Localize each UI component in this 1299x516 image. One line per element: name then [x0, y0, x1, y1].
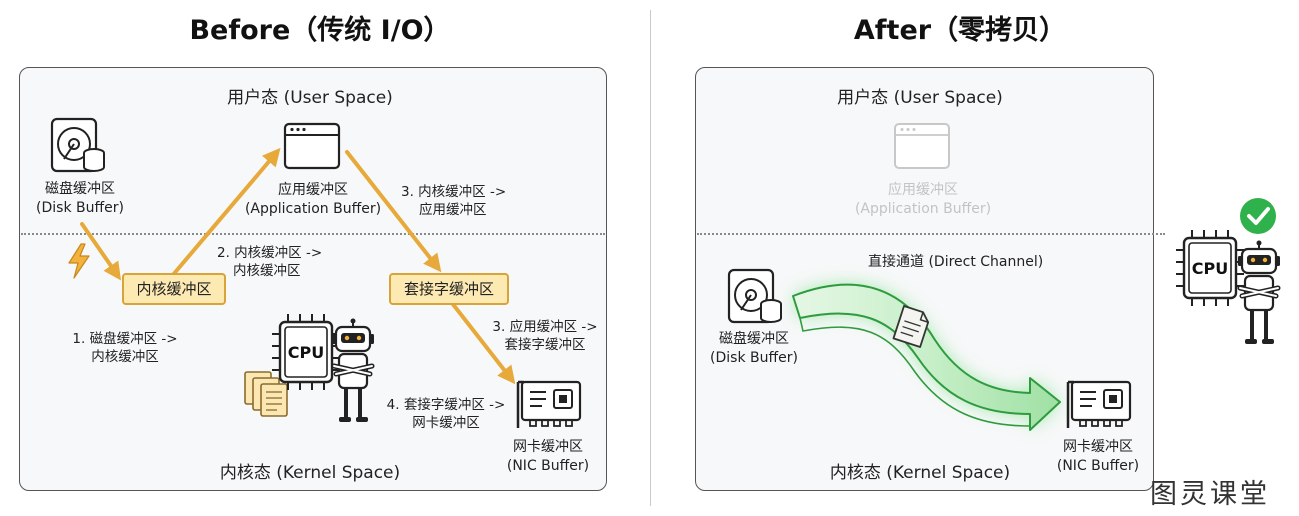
arrow-app-to-socket — [345, 150, 442, 273]
arrow-socket-to-nic — [450, 301, 516, 385]
step-3b-label: 3. 应用缓冲区 -> 套接字缓冲区 — [487, 318, 603, 354]
step-2-line-2: 内核缓冲区 — [233, 263, 301, 279]
before-nic-buffer-en: (NIC Buffer) — [506, 458, 590, 474]
after-app-buffer-en: (Application Buffer) — [854, 201, 992, 217]
before-app-buffer-label: 应用缓冲区 (Application Buffer) — [238, 181, 388, 219]
kernel-buffer-box: 内核缓冲区 — [122, 273, 226, 305]
after-kernel-space-label: 内核态 (Kernel Space) — [829, 463, 1011, 483]
after-title: After（零拷贝） — [853, 15, 1067, 46]
after-disk-buffer-cn: 磁盘缓冲区 — [719, 331, 789, 347]
after-nic-card-icon — [1066, 380, 1132, 428]
socket-buffer-box: 套接字缓冲区 — [389, 273, 509, 305]
center-divider — [650, 10, 651, 506]
step-1-line-2: 内核缓冲区 — [91, 349, 159, 365]
after-disk-buffer-en: (Disk Buffer) — [710, 350, 798, 366]
direct-channel-label: 直接通道 (Direct Channel) — [868, 254, 1044, 270]
step-4-line-2: 网卡缓冲区 — [412, 415, 480, 431]
robot-icon — [331, 318, 375, 422]
step-3a-line-1: 3. 内核缓冲区 -> — [401, 184, 507, 200]
before-kernel-space-label: 内核态 (Kernel Space) — [219, 463, 401, 483]
before-user-space-label: 用户态 (User Space) — [227, 88, 393, 108]
step-4-label: 4. 套接字缓冲区 -> 网卡缓冲区 — [383, 396, 509, 432]
watermark: 图灵课堂 — [1150, 479, 1270, 510]
step-2-line-1: 2. 内核缓冲区 -> — [217, 245, 323, 261]
after-nic-buffer-en: (NIC Buffer) — [1056, 458, 1140, 474]
after-cpu-chip-icon — [1176, 230, 1244, 306]
after-space-divider — [697, 233, 1165, 235]
documents-icon — [244, 371, 288, 417]
before-app-buffer-cn: 应用缓冲区 — [278, 182, 348, 198]
check-icon — [1240, 198, 1276, 234]
after-app-buffer-label: 应用缓冲区 (Application Buffer) — [848, 181, 998, 219]
after-disk-icon — [727, 268, 782, 324]
step-4-line-1: 4. 套接字缓冲区 -> — [386, 397, 506, 413]
before-app-buffer-en: (Application Buffer) — [244, 201, 382, 217]
before-title: Before（传统 I/O） — [189, 15, 451, 46]
step-3b-line-2: 套接字缓冲区 — [504, 337, 586, 353]
before-nic-buffer-cn: 网卡缓冲区 — [513, 439, 583, 455]
step-3a-label: 3. 内核缓冲区 -> 应用缓冲区 — [401, 183, 506, 219]
step-1-label: 1. 磁盘缓冲区 -> 内核缓冲区 — [70, 330, 180, 366]
faded-app-window-icon — [894, 123, 950, 169]
app-window-icon — [283, 122, 341, 170]
before-disk-buffer-en: (Disk Buffer) — [36, 200, 124, 216]
before-disk-buffer-label: 磁盘缓冲区 (Disk Buffer) — [20, 180, 140, 218]
after-nic-buffer-label: 网卡缓冲区 (NIC Buffer) — [1038, 438, 1158, 476]
step-2-label: 2. 内核缓冲区 -> 内核缓冲区 — [217, 244, 322, 280]
after-nic-buffer-cn: 网卡缓冲区 — [1063, 439, 1133, 455]
nic-card-icon — [516, 380, 582, 428]
arrow-kernel-to-app — [170, 147, 281, 278]
step-3a-line-2: 应用缓冲区 — [419, 202, 487, 218]
before-space-divider — [21, 233, 605, 235]
step-1-line-1: 1. 磁盘缓冲区 -> — [72, 331, 178, 347]
after-disk-buffer-label: 磁盘缓冲区 (Disk Buffer) — [694, 330, 814, 368]
disk-icon — [50, 117, 105, 173]
lightning-icon — [68, 243, 90, 279]
after-user-space-label: 用户态 (User Space) — [837, 88, 1003, 108]
cpu-label: CPU — [287, 343, 325, 362]
step-3b-line-1: 3. 应用缓冲区 -> — [492, 319, 598, 335]
after-cpu-label: CPU — [1191, 259, 1229, 278]
before-nic-buffer-label: 网卡缓冲区 (NIC Buffer) — [488, 438, 608, 476]
before-disk-buffer-cn: 磁盘缓冲区 — [45, 181, 115, 197]
arrow-disk-to-kernel — [80, 222, 122, 281]
after-app-buffer-cn: 应用缓冲区 — [888, 182, 958, 198]
after-robot-icon — [1237, 240, 1281, 344]
